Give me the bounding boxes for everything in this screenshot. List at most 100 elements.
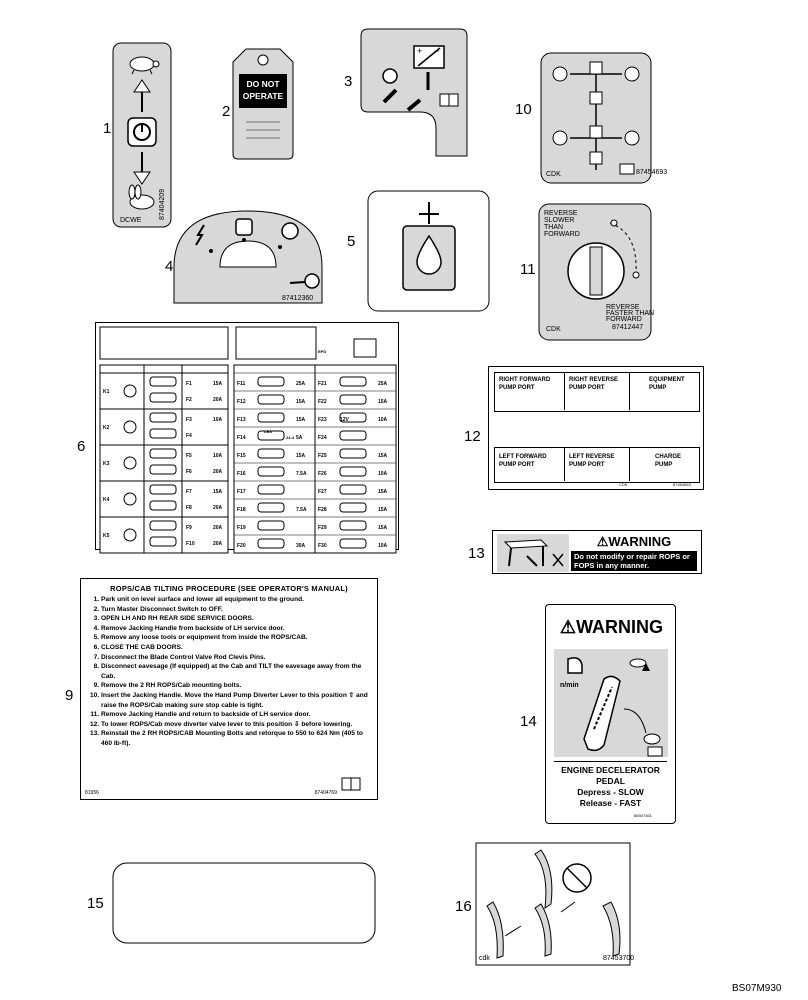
fuse-symbol-icon bbox=[149, 376, 177, 387]
fuse-symbol-icon bbox=[339, 520, 367, 531]
callout-5: 5 bbox=[347, 233, 356, 250]
fuse-id: F12 bbox=[237, 399, 246, 405]
fuse-panel-code: EPD bbox=[318, 349, 326, 354]
fuse-id: F7 bbox=[186, 489, 192, 495]
manual-book-icon bbox=[619, 163, 635, 175]
fuse-id: F26 bbox=[318, 471, 327, 477]
dial-top-line-4: FORWARD bbox=[544, 231, 580, 238]
decal-11-code: CDK bbox=[546, 326, 561, 333]
rops-cab-icon bbox=[497, 534, 569, 572]
fuse-amp: 15A bbox=[296, 453, 306, 459]
fuse-symbol-icon bbox=[339, 538, 367, 549]
dial-bottom-line-1: REVERSE bbox=[606, 304, 640, 311]
procedure-step: Remove the 2 RH ROPS/Cab mounting bolts. bbox=[101, 681, 371, 691]
decal-11-speed-dial: REVERSE SLOWER THAN FORWARD REVERSE FAST… bbox=[538, 203, 654, 341]
battery-icon: +− bbox=[413, 45, 445, 69]
fuse-symbol-icon bbox=[149, 484, 177, 495]
fuse-mid-label: 24-4 bbox=[286, 435, 295, 440]
tag-line-1: DO NOT bbox=[246, 79, 280, 89]
fuse-id: F14 bbox=[237, 435, 246, 441]
fuse-amp: 15A bbox=[296, 399, 306, 405]
fuse-id: F16 bbox=[237, 471, 246, 477]
arrow-down-icon bbox=[133, 152, 151, 185]
procedure-step: Remove Jacking Handle from backside of L… bbox=[101, 624, 371, 634]
callout-4: 4 bbox=[165, 258, 174, 275]
fuse-id: F25 bbox=[318, 453, 327, 459]
fuse-amp: 5A bbox=[296, 435, 303, 441]
procedure-foot-left: 81956 bbox=[85, 790, 99, 796]
fuse-id: F27 bbox=[318, 489, 327, 495]
fuse-amp: 7.5A bbox=[296, 471, 307, 477]
fuse-amp: 10A bbox=[378, 471, 388, 477]
fuse-amp: 20A bbox=[213, 397, 223, 403]
tortoise-icon bbox=[129, 56, 160, 75]
callout-13: 13 bbox=[468, 545, 485, 562]
fuse-symbol-icon bbox=[339, 430, 367, 441]
fuse-id: F18 bbox=[237, 507, 246, 513]
callout-14: 14 bbox=[520, 713, 537, 730]
fuse-symbol-icon bbox=[339, 394, 367, 405]
tortoise-icon bbox=[643, 733, 661, 745]
fuse-id: F30 bbox=[318, 543, 327, 549]
relay-label: K2 bbox=[103, 425, 110, 431]
fuse-id: F8 bbox=[186, 505, 192, 511]
relay-icon bbox=[123, 384, 137, 398]
decal-9-tilt-procedure: ROPS/CAB TILTING PROCEDURE (SEE OPERATOR… bbox=[80, 578, 378, 800]
procedure-step: Disconnect eavesage (If equipped) at the… bbox=[101, 662, 371, 681]
fuse-id: F11 bbox=[237, 381, 246, 387]
warning-header: ⚠WARNING bbox=[596, 534, 672, 549]
warning-text: Do not modify or repair ROPS or FOPS in … bbox=[571, 551, 697, 571]
fuse-amp: 15A bbox=[213, 381, 223, 387]
callout-15: 15 bbox=[87, 895, 104, 912]
hare-icon bbox=[629, 658, 647, 668]
decal-10-code: CDK bbox=[546, 171, 561, 178]
fuse-symbol-icon bbox=[149, 500, 177, 511]
fuse-symbol-icon bbox=[257, 466, 285, 477]
fuse-id: F6 bbox=[186, 469, 192, 475]
arrow-up-icon bbox=[133, 79, 151, 112]
procedure-steps: Park unit on level surface and lower all… bbox=[81, 595, 377, 749]
callout-3: 3 bbox=[344, 73, 353, 90]
fuse-symbol-icon bbox=[257, 502, 285, 513]
procedure-step: CLOSE THE CAB DOORS. bbox=[101, 643, 371, 653]
key-icon bbox=[289, 273, 320, 289]
decal-12-code: CDK bbox=[619, 482, 628, 487]
relay-label: K4 bbox=[103, 497, 110, 503]
relay-icon bbox=[123, 420, 137, 434]
procedure-step: Remove Jacking Handle and return to back… bbox=[101, 710, 371, 720]
fuse-amp: 15A bbox=[378, 525, 388, 531]
callout-11: 11 bbox=[520, 261, 536, 278]
fuse-amp: 15A bbox=[378, 507, 388, 513]
decal-14-part-no: 86507461 bbox=[634, 813, 652, 818]
dial-top-line-1: REVERSE bbox=[544, 210, 578, 217]
fuse-symbol-icon bbox=[149, 428, 177, 439]
relay-label: K5 bbox=[103, 533, 110, 539]
prohibited-icon bbox=[562, 863, 592, 893]
decal-11-part-no: 87412447 bbox=[612, 324, 643, 331]
fuse-amp: 15A bbox=[378, 453, 388, 459]
manual-book-icon bbox=[439, 93, 459, 107]
fuse-symbol-icon bbox=[149, 412, 177, 423]
fuse-id: F24 bbox=[318, 435, 327, 441]
decal-4-part-no: 87412360 bbox=[282, 295, 313, 302]
procedure-title: ROPS/CAB TILTING PROCEDURE (SEE OPERATOR… bbox=[110, 584, 348, 593]
fuse-amp: 20A bbox=[213, 541, 223, 547]
fuse-symbol-icon bbox=[149, 520, 177, 531]
fuse-symbol-icon bbox=[257, 520, 285, 531]
fuse-mid-label: LBS bbox=[264, 429, 272, 434]
warning-header: ⚠WARNING bbox=[559, 617, 664, 637]
manual-book-icon bbox=[341, 777, 361, 791]
fuse-amp: 30A bbox=[296, 543, 306, 549]
fuse-symbol-icon bbox=[339, 448, 367, 459]
tag-hole-icon bbox=[257, 54, 269, 66]
fuse-mid-label: 12V bbox=[340, 417, 350, 423]
fuse-id: F13 bbox=[237, 417, 246, 423]
fuse-symbol-icon bbox=[339, 466, 367, 477]
